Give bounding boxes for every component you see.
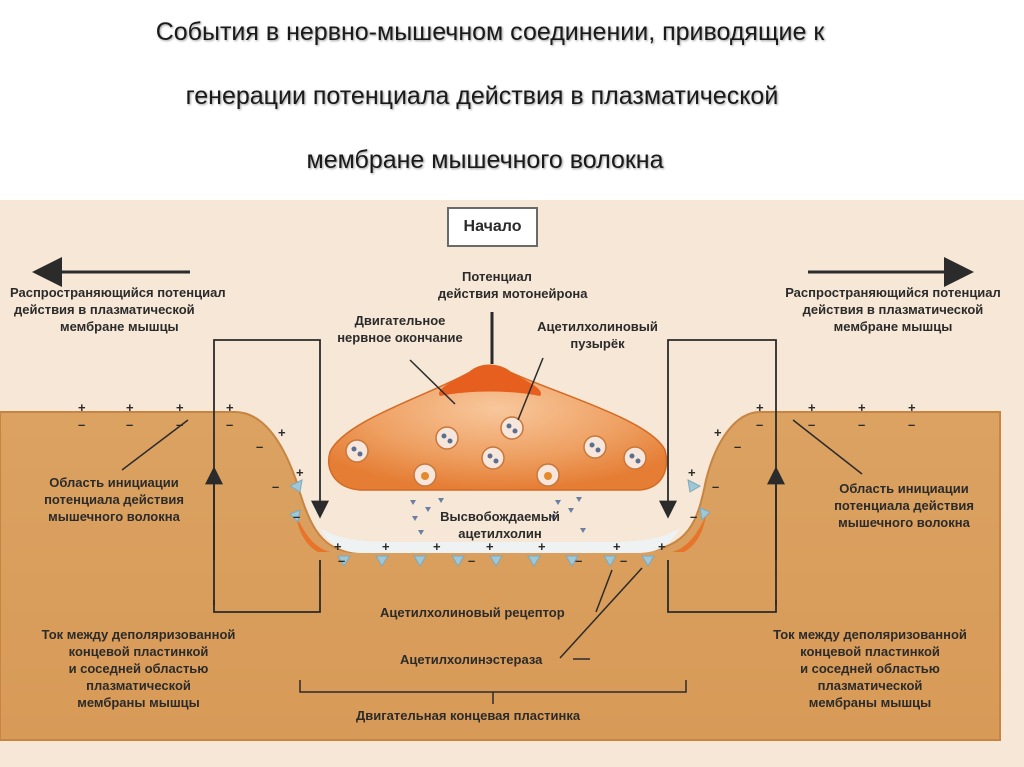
- plus-sign: +: [808, 400, 816, 415]
- current-left-label-line: и соседней областью: [68, 661, 209, 676]
- motor-ap-label-line: действия мотонейрона: [438, 286, 588, 301]
- plus-sign: +: [176, 400, 184, 415]
- start-box: Начало: [447, 207, 538, 247]
- title-line-3: мембране мышечного волокна: [306, 146, 664, 174]
- minus-sign: –: [808, 417, 816, 432]
- minus-sign: –: [468, 553, 476, 568]
- plus-sign: +: [296, 465, 304, 480]
- minus-sign: –: [756, 417, 764, 432]
- prop-left-label: Распространяющийся потенциал действия в …: [10, 284, 226, 335]
- minus-sign: –: [620, 553, 628, 568]
- plus-sign: +: [613, 539, 621, 554]
- plus-sign: +: [658, 539, 666, 554]
- receptor-label: Ацетилхолиновый рецептор: [380, 605, 565, 620]
- vesicle-fusing: [421, 472, 552, 480]
- minus-sign: –: [858, 417, 866, 432]
- minus-sign: –: [78, 417, 86, 432]
- current-left-label-line: мембраны мышцы: [77, 695, 200, 710]
- nerve-ending-label-line: Двигательное: [354, 313, 446, 328]
- prop-left-label-line: мембране мышцы: [60, 319, 179, 334]
- init-left-label: Область инициации потенциала действия мы…: [26, 474, 202, 525]
- leader-lines: [121, 357, 863, 704]
- init-left-label-line: потенциала действия: [44, 492, 184, 507]
- current-right-label-line: концевой пластинкой: [800, 644, 940, 659]
- init-right-label-line: потенциала действия: [834, 498, 974, 513]
- depolarized-patch-left: [296, 515, 330, 552]
- current-right-label-line: мембраны мышцы: [808, 695, 932, 710]
- minus-sign: –: [176, 417, 184, 432]
- vesicle-contents: [351, 423, 641, 464]
- prop-left-label-line: действия в плазматической: [14, 302, 195, 317]
- init-right-label-line: мышечного волокна: [838, 515, 970, 530]
- plus-sign: +: [278, 425, 286, 440]
- prop-right-label: Распространяющийся потенциал действия в …: [764, 284, 1022, 335]
- minus-sign: –: [226, 417, 234, 432]
- prop-right-label-line: Распространяющийся потенциал: [785, 285, 1001, 300]
- current-right-label-line: и соседней областью: [800, 661, 940, 676]
- prop-right-label-line: действия в плазматической: [802, 302, 984, 317]
- plus-sign: +: [688, 465, 696, 480]
- minus-sign: –: [293, 509, 301, 524]
- minus-sign: –: [256, 439, 264, 454]
- vesicle-label-line: пузырёк: [570, 336, 625, 351]
- current-left-label-line: плазматической: [86, 678, 191, 693]
- current-loop-right-bottom: [667, 560, 777, 613]
- plus-sign: +: [714, 425, 722, 440]
- current-left-label: Ток между деполяризованной концевой плас…: [16, 626, 261, 711]
- current-right-label-line: плазматической: [817, 678, 923, 693]
- released-ach-label-line: ацетилхолин: [458, 526, 542, 541]
- current-left-label-line: Ток между деполяризованной: [41, 627, 236, 642]
- released-acetylcholine: [410, 497, 586, 535]
- prop-left-label-line: Распространяющийся потенциал: [10, 285, 226, 300]
- plus-sign: +: [226, 400, 234, 415]
- plus-sign: +: [334, 539, 342, 554]
- minus-sign: –: [575, 553, 583, 568]
- vesicle-icon: [345, 416, 647, 487]
- nerve-terminal-top: [439, 365, 541, 396]
- init-left-label-line: мышечного волокна: [48, 509, 180, 524]
- minus-sign: –: [712, 479, 720, 494]
- minus-sign: –: [126, 417, 134, 432]
- esterase-label: Ацетилхолинэстераза: [400, 652, 543, 667]
- nerve-ending-label-line: нервное окончание: [337, 330, 463, 345]
- plus-sign: +: [78, 400, 86, 415]
- synaptic-cleft: [320, 528, 680, 553]
- current-left-label-line: концевой пластинкой: [68, 644, 209, 659]
- motor-ap-label: Потенциал действия мотонейрона: [438, 268, 588, 302]
- nerve-ending-label: Двигательное нервное окончание: [330, 312, 470, 346]
- current-loop-left-bottom: [213, 560, 321, 613]
- released-ach-label-line: Высвобождаемый: [440, 509, 560, 524]
- minus-sign: –: [690, 509, 698, 524]
- nerve-terminal: [328, 364, 668, 491]
- init-right-label: Область инициации потенциала действия мы…: [816, 480, 992, 531]
- plus-sign: +: [126, 400, 134, 415]
- plus-sign: +: [756, 400, 764, 415]
- vesicle-label-line: Ацетилхолиновый: [537, 319, 658, 334]
- vesicle-label: Ацетилхолиновый пузырёк: [515, 318, 680, 352]
- current-right-label-line: Ток между деполяризованной: [773, 627, 967, 642]
- endplate-label: Двигательная концевая пластинка: [356, 708, 581, 723]
- current-right-label: Ток между деполяризованной концевой плас…: [745, 626, 995, 711]
- plus-sign: +: [538, 539, 546, 554]
- init-left-label-line: Область инициации: [49, 475, 179, 490]
- title-line-1: События в нервно-мышечном соединении, пр…: [155, 18, 825, 46]
- motor-ap-label-line: Потенциал: [462, 269, 532, 284]
- plus-sign: +: [858, 400, 866, 415]
- minus-sign: –: [338, 553, 346, 568]
- title-line-2: генерации потенциала действия в плазмати…: [185, 82, 779, 110]
- depolarized-patch-right: [672, 515, 706, 552]
- plus-sign: +: [486, 539, 494, 554]
- released-ach-label: Высвобождаемый ацетилхолин: [420, 508, 580, 542]
- plus-sign: +: [433, 539, 441, 554]
- acetylcholine-receptors: [288, 479, 711, 567]
- plus-sign: +: [382, 539, 390, 554]
- minus-sign: –: [272, 479, 280, 494]
- plus-sign: +: [908, 400, 916, 415]
- init-right-label-line: Область инициации: [839, 481, 969, 496]
- prop-right-label-line: мембране мышцы: [833, 319, 953, 334]
- minus-sign: –: [908, 417, 916, 432]
- minus-sign: –: [734, 439, 742, 454]
